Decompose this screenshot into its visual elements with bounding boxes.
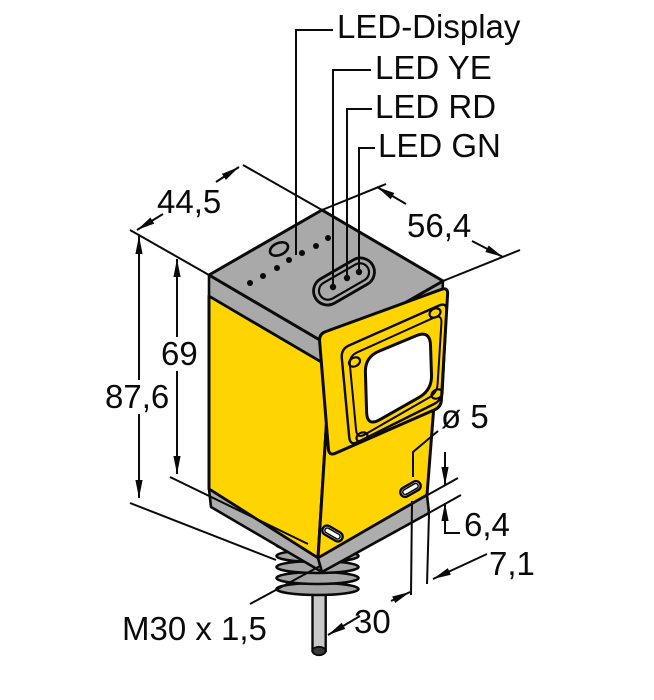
leader-led-ye: [332, 69, 371, 284]
screw-holes: [347, 307, 444, 443]
dim-hole-diameter: ø 5: [441, 398, 489, 435]
leader-led-display: [295, 29, 333, 255]
cable: [311, 590, 327, 657]
label-led-gn: LED GN: [378, 127, 501, 164]
label-leaders: [295, 29, 375, 284]
ext-right-corner: [442, 249, 521, 282]
top-hole: [268, 240, 290, 258]
dim-total-height: 87,6: [105, 378, 169, 415]
lens-window: [363, 332, 434, 424]
ext-bottom-body: [169, 476, 309, 545]
led-display-dots: [247, 235, 331, 286]
thread-leader: [249, 565, 321, 605]
label-led-ye: LED YE: [375, 49, 492, 86]
dim-body-height: 69: [161, 335, 198, 372]
led-window-stadium: [312, 256, 376, 307]
dim-top-width: 44,5: [157, 183, 221, 220]
mounting-slots: [321, 479, 422, 543]
dim-top-depth: 56,4: [407, 207, 471, 244]
leader-led-gn: [358, 147, 375, 270]
dimension-lines: [129, 164, 521, 636]
dim-cable: 30: [354, 603, 391, 640]
lens-housing: [318, 287, 450, 456]
led-indicator-dots: [329, 268, 363, 291]
leader-led-rd: [346, 108, 372, 276]
top-face-details: [247, 235, 376, 307]
dim-corner-offset: 7,1: [489, 545, 535, 582]
label-thread-spec: M30 x 1,5: [122, 610, 267, 647]
label-led-display: LED-Display: [337, 8, 521, 45]
ext-top-left: [129, 229, 210, 276]
label-led-rd: LED RD: [375, 88, 496, 125]
ext-apex: [321, 183, 387, 211]
ext-top-right-edge: [242, 164, 323, 211]
labels: LED-Display LED YE LED RD LED GN 44,5 56…: [105, 8, 535, 647]
ext-bottom-total: [129, 502, 277, 561]
dim-plate-height: 6,4: [464, 506, 510, 543]
